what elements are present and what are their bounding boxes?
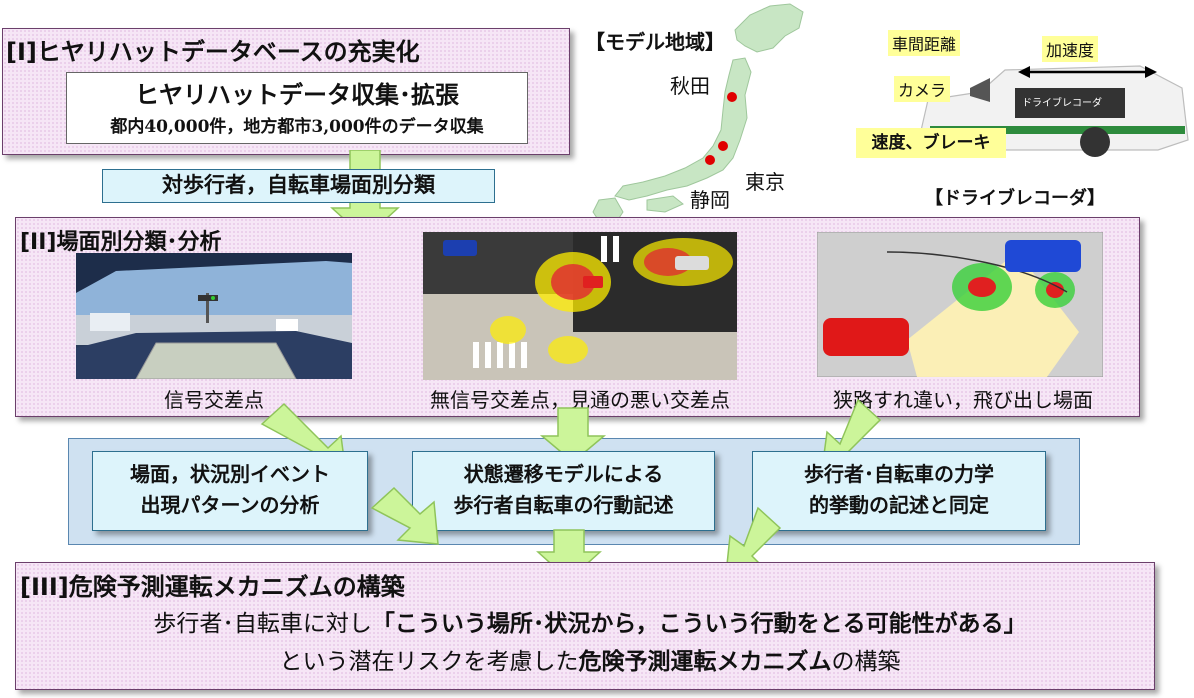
label-following-distance: 車間距離	[888, 30, 961, 56]
analysis-box-3: 歩行者･自転車の力学 的挙動の記述と同定	[752, 451, 1046, 531]
section-2-title: [II]場面別分類･分析	[20, 230, 222, 255]
label-camera: カメラ	[894, 76, 951, 102]
city-dot-akita	[727, 92, 737, 102]
scene-image-unsignalized	[423, 232, 737, 380]
label-acceleration: 加速度	[1042, 36, 1099, 62]
analysis-box-2-line2: 歩行者自転車の行動記述	[453, 493, 674, 517]
map-title: 【モデル地域】	[585, 30, 725, 54]
japan-honshu	[614, 57, 752, 201]
camera-shape	[970, 78, 990, 102]
data-collection-box: ヒヤリハットデータ収集･拡張 都内40,000件，地方都市3,000件のデータ収…	[66, 72, 528, 144]
scene-label-narrow-road: 狭路すれ違い，飛び出し場面	[833, 388, 1093, 412]
car-stripe	[930, 126, 1185, 134]
drive-recorder-caption: 【ドライブレコーダ】	[925, 188, 1105, 209]
analysis-box-3-line2: 的挙動の記述と同定	[809, 493, 989, 517]
scene-label-signalized: 信号交差点	[164, 388, 264, 412]
data-collection-subtitle: 都内40,000件，地方都市3,000件のデータ収集	[110, 117, 484, 137]
label-drive-recorder-device: ドライブレコーダ	[1022, 98, 1102, 109]
section-3-line-1-bold: 「こういう場所･状況から，こういう行動をとる可能性がある」	[371, 611, 1027, 637]
arrow-middle-down	[539, 407, 607, 463]
section-3-line-2: という潜在リスクを考慮した危険予測運転メカニズムの構築	[40, 642, 1140, 676]
analysis-box-2: 状態遷移モデルによる 歩行者自転車の行動記述	[412, 451, 715, 531]
label-speed-brake: 速度、ブレーキ	[856, 128, 1006, 158]
city-akita: 秋田	[670, 74, 710, 98]
device-box	[1015, 88, 1125, 118]
city-dot-shizuoka	[705, 155, 715, 165]
analysis-box-1-line1: 場面，状況別イベント	[130, 462, 330, 486]
analysis-box-1-line2: 出現パターンの分析	[140, 493, 320, 517]
japan-hokkaido	[734, 3, 804, 53]
arrow-band-left	[370, 486, 439, 545]
analysis-box-1: 場面，状況別イベント 出現パターンの分析	[92, 451, 368, 531]
section-3-panel	[15, 562, 1155, 690]
car-wheel-front	[1080, 127, 1110, 157]
analysis-box-3-line1: 歩行者･自転車の力学	[804, 462, 994, 486]
section-3-line-2-bold: 危険予測運転メカニズム	[578, 649, 832, 675]
section-3-line-2-post: の構築	[831, 649, 901, 675]
section-1-title: [Ⅰ]ヒヤリハットデータベースの充実化	[6, 38, 420, 66]
japan-shikoku	[646, 195, 684, 213]
scene-image-narrow-road	[817, 232, 1103, 377]
analysis-box-2-line1: 状態遷移モデルによる	[463, 462, 664, 486]
city-dot-tokyo	[718, 141, 728, 151]
city-tokyo: 東京	[745, 170, 785, 194]
section-3-line-1-pre: 歩行者･自転車に対し	[153, 611, 372, 637]
section-3-title: [III]危険予測運転メカニズムの構築	[20, 573, 405, 601]
data-collection-title: ヒヤリハットデータ収集･拡張	[135, 81, 459, 109]
section-3-line-2-pre: という潜在リスクを考慮した	[279, 649, 579, 675]
section-3-line-1: 歩行者･自転車に対し「こういう場所･状況から，こういう行動をとる可能性がある」	[40, 604, 1140, 638]
city-shizuoka: 静岡	[690, 188, 730, 212]
classification-label: 対歩行者，自転車場面別分類	[102, 169, 495, 203]
scene-image-signalized	[76, 253, 352, 379]
